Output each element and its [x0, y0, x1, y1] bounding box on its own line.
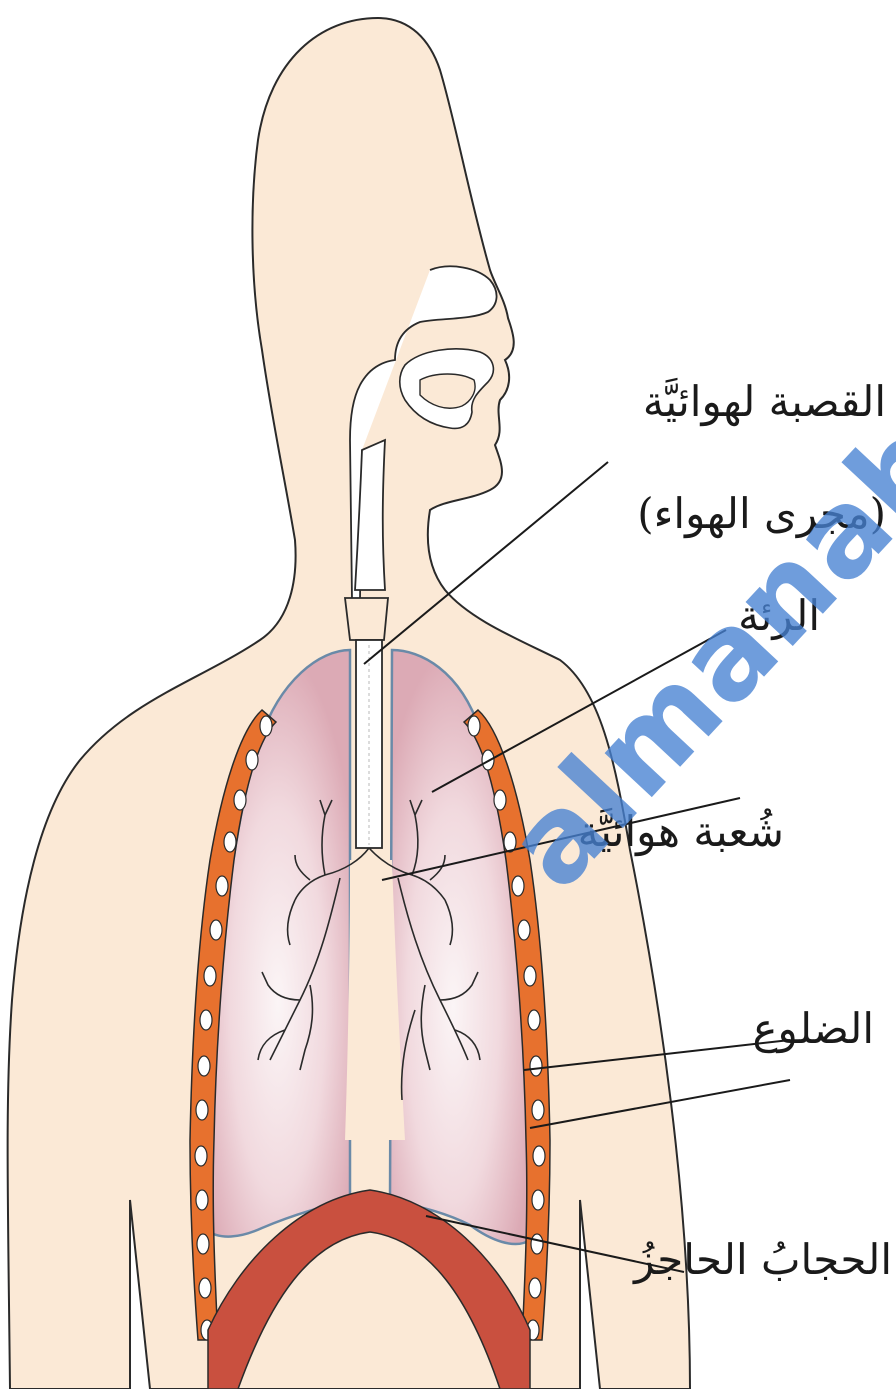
diaphragm-label: الحجابُ الحاجزُ: [634, 1236, 892, 1284]
larynx: [345, 598, 388, 640]
trachea-label: القصبة لهوائيَّة: [643, 378, 886, 426]
ribs-label: الضلوع: [752, 1005, 874, 1053]
